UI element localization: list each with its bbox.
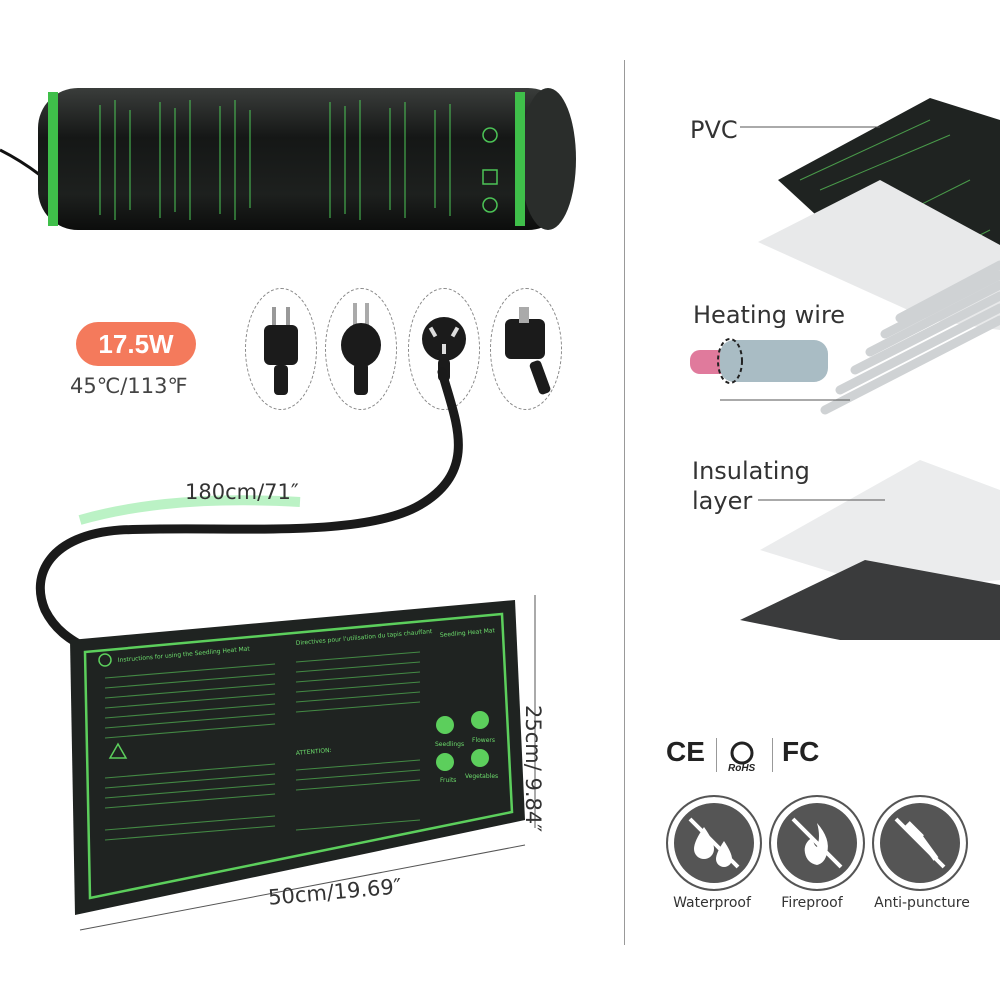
fireproof-label: Fireproof: [781, 895, 843, 911]
bottom-layer: [740, 560, 1000, 640]
plug-us-option: [245, 288, 317, 410]
flame-icon: [791, 817, 843, 869]
layer-diagram: [720, 98, 1000, 640]
plug-eu-option: [325, 288, 397, 410]
temperature-label: 45℃/113℉: [70, 374, 188, 398]
plant-icons: [436, 711, 489, 771]
vegetables-icon: [471, 749, 489, 767]
roll-printed-text: [99, 100, 451, 220]
anti-puncture-badge: [872, 795, 968, 891]
roll-cert-icons: [482, 127, 498, 213]
mat-height-label: 25cm/ 9.84″: [521, 705, 545, 833]
heating-wire-label: Heating wire: [693, 301, 846, 329]
wattage-badge: 17.5W: [76, 322, 196, 366]
rolled-heat-mat: [0, 88, 576, 230]
mat-seedlings-label: Seedlings: [435, 741, 464, 748]
mat-attention-title: ATTENTION:: [296, 747, 332, 757]
waterproof-label: Waterproof: [673, 895, 751, 911]
uk-plug-icon: [505, 307, 551, 395]
us-plug-icon: [264, 307, 298, 395]
mat-logo-icon: [98, 653, 112, 667]
mat-fruits-label: Fruits: [440, 777, 456, 784]
ce-mark: CE: [666, 736, 705, 767]
insulating-label-line2: layer: [692, 487, 753, 515]
warning-icon: [108, 742, 128, 759]
wire-insulation: [720, 340, 828, 382]
heating-wire-coils: [820, 260, 1000, 415]
power-cord-end: [0, 148, 41, 177]
mat-instruction-lines: [104, 651, 421, 841]
cert-divider: [716, 738, 717, 772]
fruits-icon: [436, 753, 454, 771]
nail-icon: [894, 817, 946, 869]
waterproof-badge: [666, 795, 762, 891]
fireproof-badge: [769, 795, 865, 891]
mat-vegetables-label: Vegetables: [465, 773, 498, 780]
flowers-icon: [471, 711, 489, 729]
cert-divider: [772, 738, 773, 772]
section-divider: [624, 60, 625, 945]
seedlings-icon: [436, 716, 454, 734]
roll-green-stripe: [48, 92, 58, 226]
plug-uk-option: [490, 288, 562, 410]
insulating-label-line1: Insulating: [692, 457, 810, 485]
power-cord: [35, 367, 463, 655]
mat-product-title: Seedling Heat Mat: [440, 627, 496, 639]
water-drop-icon: [688, 817, 740, 869]
cord-glow: [78, 495, 301, 525]
rohs-label: RoHS: [728, 763, 756, 774]
mat-green-border: [83, 612, 514, 900]
pvc-label: PVC: [690, 116, 738, 144]
plug-au-option: [408, 288, 480, 410]
insulating-layer: [760, 460, 1000, 590]
rohs-icon: RoHS: [728, 741, 756, 774]
eu-plug-icon: [341, 303, 381, 395]
dimension-lines: [79, 595, 536, 931]
anti-puncture-label: Anti-puncture: [874, 895, 970, 911]
fc-mark: FC: [782, 736, 820, 767]
roll-green-stripe: [515, 92, 525, 226]
mat-flowers-label: Flowers: [472, 737, 495, 744]
cord-length-label: 180cm/71″: [185, 480, 299, 504]
roll-end-cap: [520, 88, 576, 230]
heating-wire-cross-section: [690, 338, 828, 384]
flat-heat-mat: Instructions for using the Seedling Heat…: [70, 600, 525, 915]
